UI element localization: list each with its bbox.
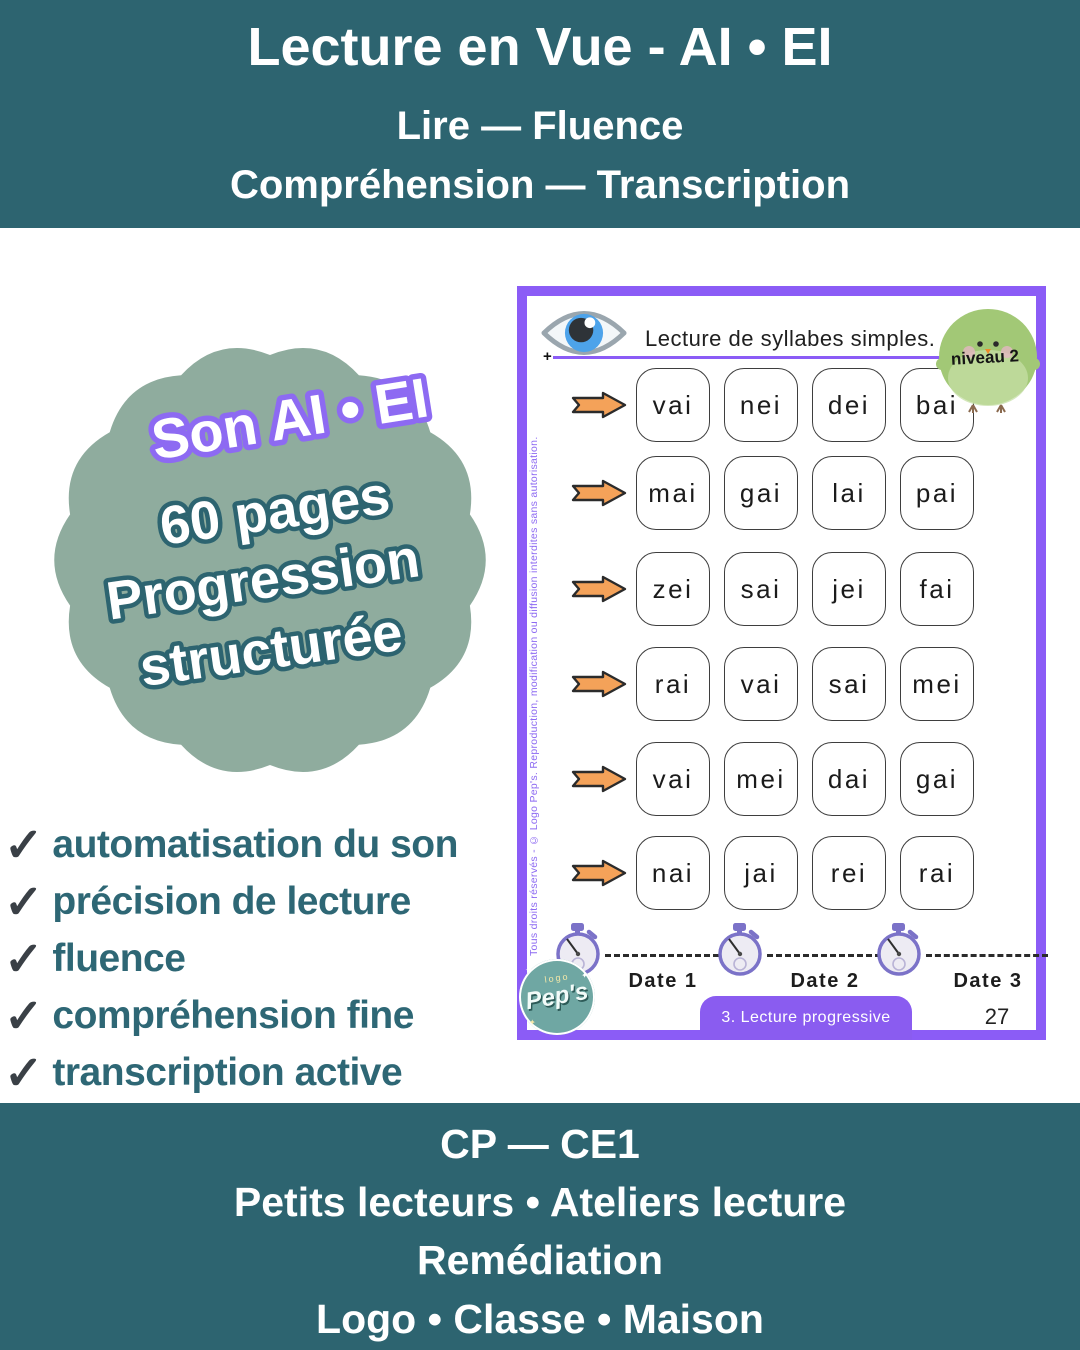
syllable-row: rai vai sai mei [527, 647, 1036, 721]
syllable-cell: nei [724, 368, 798, 442]
date-label: Date 2 [790, 970, 860, 992]
worksheet-preview: Lecture de syllabes simples. + + niveau … [517, 286, 1048, 1040]
checklist-item-label: précision de lecture [52, 879, 411, 923]
checklist-item: ✓automatisation du son [4, 816, 458, 873]
checklist-item: ✓fluence [4, 930, 458, 987]
worksheet-title: Lecture de syllabes simples. [645, 326, 936, 351]
footer-line: Remédiation [416, 1237, 664, 1283]
syllable-cell: jai [724, 836, 798, 910]
benefits-checklist: ✓automatisation du son ✓précision de lec… [4, 816, 458, 1101]
star-icon: ✦ [529, 1018, 536, 1027]
syllable-cell: bai [900, 368, 974, 442]
syllable-cell: sai [724, 552, 798, 626]
syllable-row: vai mei dai gai [527, 742, 1036, 816]
syllable-cell: vai [636, 742, 710, 816]
syllable-cell: fai [900, 552, 974, 626]
syllable-cell: nai [636, 836, 710, 910]
checklist-item-label: transcription active [52, 1050, 403, 1094]
timing-unit: Date 2 [717, 922, 883, 1014]
arrow-icon [571, 479, 627, 507]
arrow-icon [571, 391, 627, 419]
star-icon: ✦ [525, 965, 533, 975]
banner-subtitle-1: Lire — Fluence [396, 104, 684, 148]
top-banner: Lecture en Vue - AI • EI Lire — Fluence … [0, 0, 1080, 228]
syllable-row: zei sai jei fai [527, 552, 1036, 626]
checklist-item: ✓compréhension fine [4, 987, 458, 1044]
star-icon: ✦ [581, 971, 588, 980]
dashed-line [767, 954, 881, 957]
footer-line: CP — CE1 [440, 1121, 640, 1167]
dashed-line [605, 954, 719, 957]
syllable-cell: mei [724, 742, 798, 816]
checklist-item: ✓transcription active [4, 1044, 458, 1101]
peps-logo: ✦ ✦ ✦ logo Pep's [519, 959, 595, 1035]
header-rule [553, 356, 1028, 359]
syllable-cell: zei [636, 552, 710, 626]
banner-subtitle-2: Compréhension — Transcription [229, 163, 851, 207]
syllable-row: nai jai rei rai [527, 836, 1036, 910]
syllable-cell: vai [724, 647, 798, 721]
syllable-row: mai gai lai pai [527, 456, 1036, 530]
syllable-cell: dai [812, 742, 886, 816]
timing-unit: Date 1 [555, 922, 721, 1014]
check-icon: ✓ [4, 932, 44, 985]
check-icon: ✓ [4, 875, 44, 928]
timing-unit: Date 3 [876, 922, 1050, 1014]
syllable-cell: lai [812, 456, 886, 530]
checklist-item: ✓précision de lecture [4, 873, 458, 930]
stopwatch-icon [876, 922, 922, 978]
syllable-cell: mei [900, 647, 974, 721]
footer-line: Logo • Classe • Maison [316, 1296, 764, 1342]
dashed-line [926, 954, 1048, 957]
arrow-icon [571, 765, 627, 793]
syllable-cell: sai [812, 647, 886, 721]
checklist-item-label: fluence [52, 936, 186, 980]
footer-tab: 3. Lecture progressive [700, 996, 912, 1040]
checklist-item-label: automatisation du son [52, 822, 458, 866]
line-end-marker: + [543, 348, 552, 365]
date-label: Date 3 [953, 970, 1023, 992]
syllable-cell: rai [636, 647, 710, 721]
stopwatch-icon [717, 922, 763, 978]
check-icon: ✓ [4, 989, 44, 1042]
syllable-cell: vai [636, 368, 710, 442]
arrow-icon [571, 670, 627, 698]
bottom-banner: CP — CE1 Petits lecteurs • Ateliers lect… [0, 1103, 1080, 1350]
date-label: Date 1 [628, 970, 698, 992]
footer-tab-label: 3. Lecture progressive [721, 1009, 891, 1026]
eye-icon [541, 311, 627, 355]
syllable-cell: gai [900, 742, 974, 816]
sound-badge: Son AI • EI 60 pages Progression structu… [54, 348, 486, 772]
checklist-item-label: compréhension fine [52, 993, 414, 1037]
niveau-bird-icon [936, 309, 1040, 413]
timing-strip: Date 1 Date 2 Date 3 [527, 922, 1048, 1014]
page-title: Lecture en Vue - AI • EI [247, 17, 833, 77]
footer-line: Petits lecteurs • Ateliers lecture [233, 1179, 847, 1225]
syllable-row: vai nei dei bai [527, 368, 1036, 442]
syllable-cell: mai [636, 456, 710, 530]
arrow-icon [571, 859, 627, 887]
arrow-icon [571, 575, 627, 603]
syllable-cell: jei [812, 552, 886, 626]
syllable-cell: rei [812, 836, 886, 910]
syllable-cell: rai [900, 836, 974, 910]
check-icon: ✓ [4, 1046, 44, 1099]
page-number: 27 [984, 1004, 1010, 1029]
syllable-cell: gai [724, 456, 798, 530]
badge-blob [54, 348, 486, 772]
copyright-vertical: Tous droits réservés - © Logo Pep's. Rep… [528, 436, 540, 956]
syllable-cell: pai [900, 456, 974, 530]
syllable-cell: dei [812, 368, 886, 442]
check-icon: ✓ [4, 818, 44, 871]
niveau-badge: niveau 2 [935, 304, 1041, 420]
